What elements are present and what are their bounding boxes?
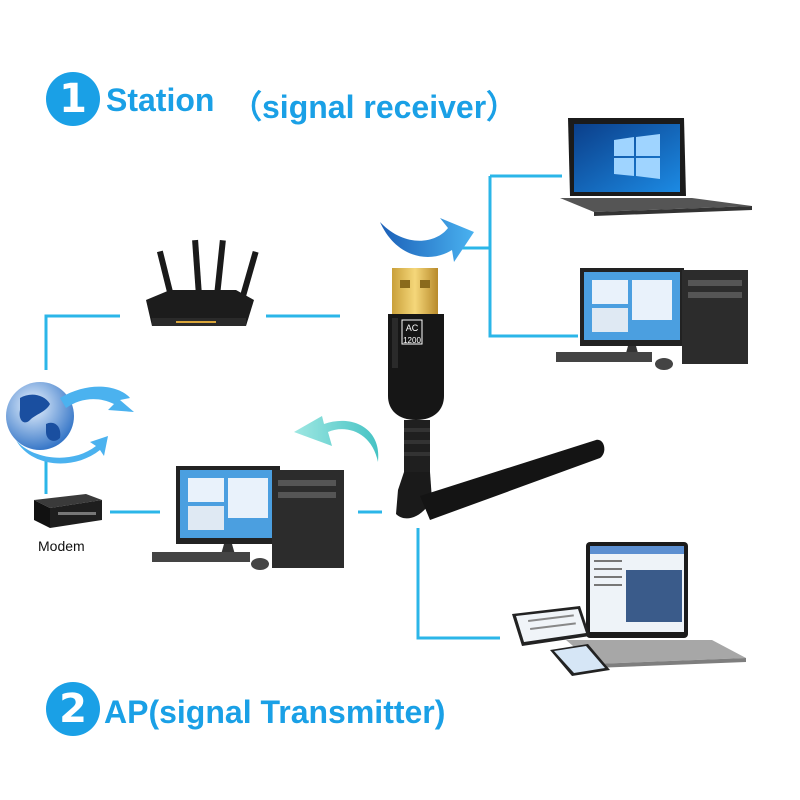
station-subheading: （signal receiver） [230, 89, 519, 125]
station-heading: Station [106, 82, 215, 118]
modem-icon [34, 494, 102, 528]
laptop-tablet-phone-icon [512, 542, 746, 676]
modem-label: Modem [38, 538, 85, 554]
step-number-badge: 2 [46, 682, 100, 736]
ap-heading: AP(signal Transmitter) [104, 694, 446, 730]
adapter-label-1200: 1200 [403, 336, 421, 345]
desktop-computer-icon [556, 268, 748, 370]
transmit-arrow-icon [294, 416, 379, 462]
router-icon [146, 239, 259, 326]
globe-icon [6, 382, 134, 464]
laptop-icon [560, 118, 752, 216]
desktop-computer-icon [152, 466, 344, 570]
receive-arrow-icon [380, 218, 474, 262]
step-number-badge: 1 [46, 72, 100, 126]
adapter-label-ac: AC [406, 323, 419, 333]
usb-wifi-adapter-icon: AC 1200 [388, 268, 605, 520]
